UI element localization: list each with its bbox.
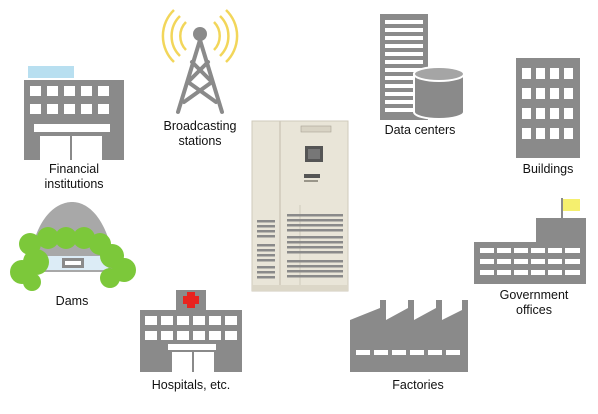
label-broadcasting-line-1: Broadcasting	[163, 119, 237, 133]
power-supply-cabinet-icon	[251, 120, 349, 292]
label-buildings: Buildings	[500, 162, 596, 177]
government-office-icon	[474, 198, 586, 284]
financial-institution-icon	[24, 66, 124, 160]
label-hospitals-text: Hospitals, etc.	[151, 378, 231, 392]
label-broadcasting-stations: Broadcasting stations	[150, 119, 250, 149]
label-data-centers-text: Data centers	[384, 123, 456, 137]
dam-icon	[10, 202, 136, 291]
label-government-line-1: Government	[499, 288, 569, 302]
label-government-line-2: offices	[516, 303, 552, 317]
label-dams: Dams	[22, 294, 122, 309]
label-financial-line-1: Financial	[48, 162, 100, 176]
data-center-icon	[380, 14, 465, 120]
label-buildings-text: Buildings	[522, 162, 574, 176]
hospital-icon	[140, 290, 242, 372]
label-factories-text: Factories	[392, 378, 444, 392]
label-financial-line-2: institutions	[44, 177, 104, 191]
label-broadcasting-line-2: stations	[178, 134, 222, 148]
label-government-offices: Government offices	[484, 288, 584, 318]
broadcast-tower-icon	[161, 9, 239, 114]
office-building-icon	[516, 58, 580, 158]
label-data-centers: Data centers	[370, 123, 470, 138]
label-financial-institutions: Financial institutions	[24, 162, 124, 192]
label-dams-text: Dams	[55, 294, 89, 308]
label-hospitals: Hospitals, etc.	[136, 378, 246, 393]
factory-icon	[350, 300, 468, 372]
label-factories: Factories	[368, 378, 468, 393]
